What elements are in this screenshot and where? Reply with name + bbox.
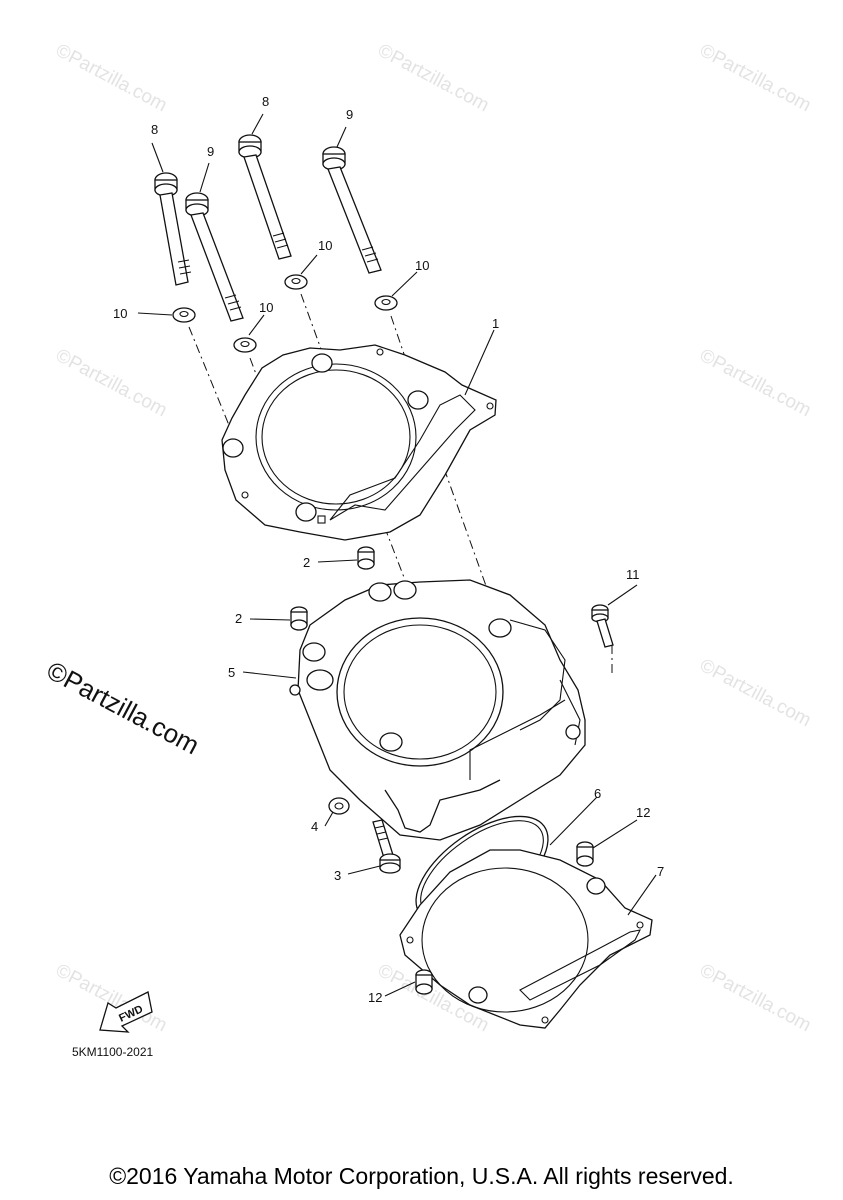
callout-10: 10 <box>415 258 430 273</box>
bolt-8-left <box>154 172 192 286</box>
callout-9: 9 <box>207 144 215 159</box>
callout-11: 11 <box>626 567 640 582</box>
callout-12: 12 <box>636 805 651 820</box>
bolt-8-right <box>238 134 292 260</box>
callout-4: 4 <box>311 819 319 834</box>
cylinder-head-gasket <box>221 344 497 541</box>
washer-10 <box>172 274 398 353</box>
callout-12: 12 <box>368 990 383 1005</box>
bolt-3 <box>372 819 401 874</box>
callout-10: 10 <box>318 238 333 253</box>
diagram-code: 5KM1100-2021 <box>72 1045 154 1059</box>
callout-8: 8 <box>151 122 159 137</box>
bolt-9-left <box>185 192 244 322</box>
dowel-pin-12 <box>415 841 594 995</box>
callout-8: 8 <box>262 94 270 109</box>
callout-10: 10 <box>113 306 128 321</box>
bolt-9-right <box>322 146 382 274</box>
callout-1: 1 <box>492 316 500 331</box>
callout-3: 3 <box>334 868 342 883</box>
cylinder-block <box>289 579 586 841</box>
callout-9: 9 <box>346 107 354 122</box>
leader-lines <box>137 113 657 997</box>
callout-2: 2 <box>303 555 311 570</box>
dowel-pin-2 <box>290 546 375 631</box>
callout-6: 6 <box>594 786 602 801</box>
callout-7: 7 <box>657 864 665 879</box>
callout-2: 2 <box>235 611 243 626</box>
bolt-11 <box>591 604 614 648</box>
callout-5: 5 <box>228 665 236 680</box>
washer-4 <box>328 797 350 815</box>
callout-10: 10 <box>259 300 274 315</box>
cylinder-base-gasket <box>399 849 653 1029</box>
fwd-arrow-icon: FWD <box>99 991 153 1033</box>
copyright-notice: ©2016 Yamaha Motor Corporation, U.S.A. A… <box>109 1163 734 1189</box>
